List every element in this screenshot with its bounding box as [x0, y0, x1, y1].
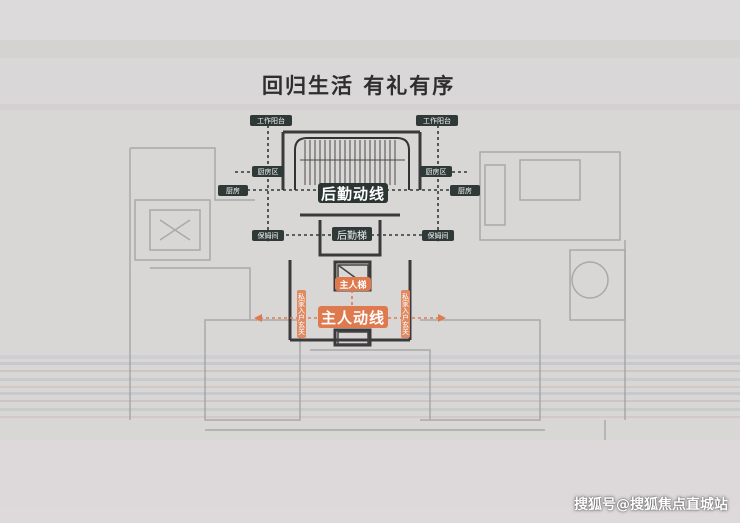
owner-flow-lines — [260, 290, 440, 319]
page-title: 回归生活 有礼有序 — [262, 74, 456, 98]
balcony-right-label: 工作阳台 — [416, 115, 458, 126]
kitchen2-right-label: 厨房 — [450, 185, 480, 196]
service-flow-label: 后勤动线 — [318, 183, 388, 203]
owner-flow-label: 主人动线 — [318, 306, 388, 328]
service-flow-arrows — [228, 118, 477, 242]
core-walls — [281, 130, 422, 347]
owner-elevator-label: 主人梯 — [335, 277, 371, 291]
service-elevator-label: 后勤梯 — [332, 227, 372, 242]
nanny-right-label: 保姆间 — [422, 230, 454, 241]
foyer-right-label: 私家入户玄关 — [401, 290, 410, 338]
kitchen-left-label: 厨房区 — [252, 166, 284, 177]
kitchen2-left-label: 厨房 — [218, 185, 248, 196]
service-flow-lines — [235, 125, 470, 236]
nanny-left-label: 保姆间 — [252, 230, 284, 241]
stair-core-outline — [294, 137, 410, 190]
faint-plan-walls — [129, 147, 626, 440]
balcony-left-label: 工作阳台 — [250, 115, 292, 126]
foyer-left-label: 私家入户玄关 — [297, 290, 306, 338]
owner-flow-arrows — [254, 314, 446, 322]
stair-treads — [300, 140, 405, 185]
watermark-text: 搜狐号@搜狐焦点直城站 — [574, 497, 728, 513]
kitchen-right-label: 厨房区 — [420, 166, 452, 177]
